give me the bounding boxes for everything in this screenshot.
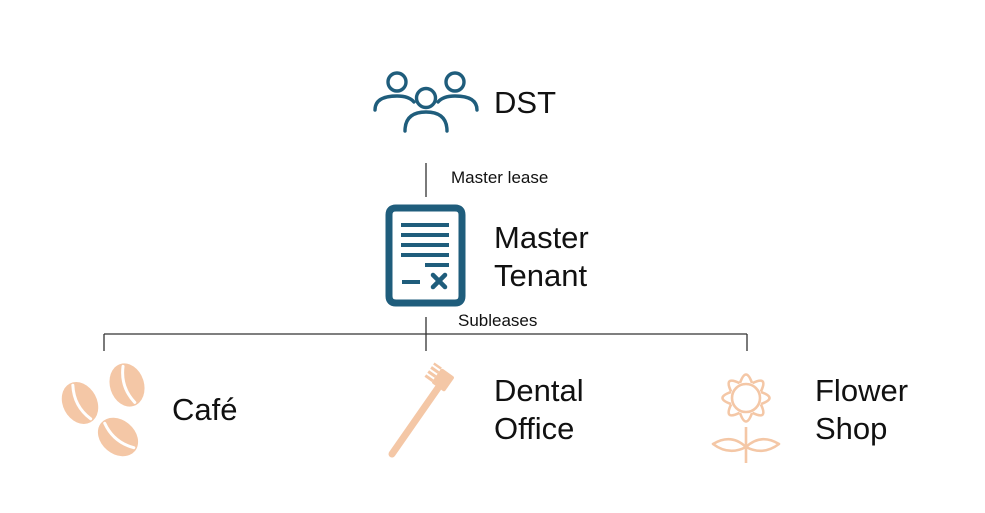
- flower-shop-label-line-2: Shop: [815, 411, 887, 446]
- master-tenant-label-line-1: Master: [494, 220, 589, 255]
- master-tenant-node: Master Tenant: [385, 204, 597, 307]
- flower-shop-node: Flower Shop: [711, 373, 917, 463]
- connectors: [103, 163, 748, 351]
- dental-office-node: Dental Office: [388, 362, 592, 458]
- subleases-label: Subleases: [458, 311, 537, 330]
- flower-icon: [711, 373, 781, 463]
- dst-label: DST: [494, 85, 556, 120]
- dental-office-label-line-1: Dental: [494, 373, 584, 408]
- cafe-node: Café: [61, 363, 237, 457]
- master-tenant-label: Master Tenant: [494, 220, 597, 293]
- people-group-icon: [373, 71, 479, 133]
- dental-office-label: Dental Office: [494, 373, 592, 446]
- flower-shop-label-line-1: Flower: [815, 373, 908, 408]
- master-lease-label: Master lease: [451, 168, 548, 187]
- coffee-beans-icon: [61, 363, 145, 457]
- master-tenant-label-line-2: Tenant: [494, 258, 587, 293]
- lease-document-icon: [385, 204, 466, 307]
- dental-office-label-line-2: Office: [494, 411, 574, 446]
- cafe-label: Café: [172, 392, 237, 427]
- toothbrush-icon: [388, 362, 454, 458]
- flower-shop-label: Flower Shop: [815, 373, 917, 446]
- dst-node: DST: [373, 71, 556, 133]
